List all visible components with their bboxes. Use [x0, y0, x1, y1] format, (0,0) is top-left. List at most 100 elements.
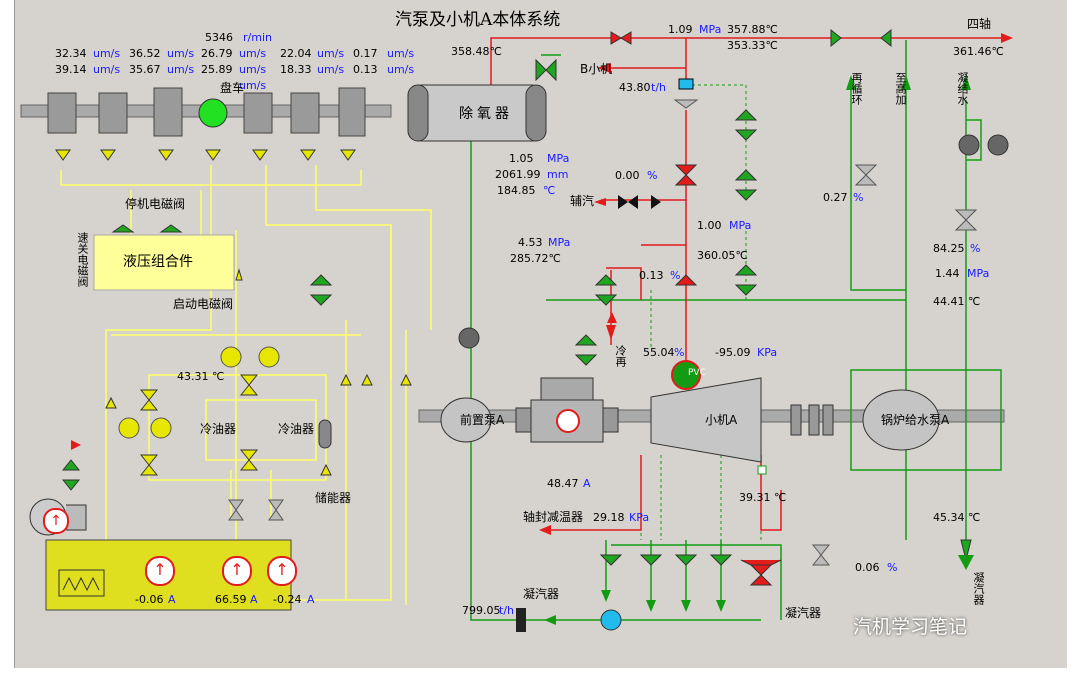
turning-gear-label: 盘车: [220, 81, 245, 95]
small-turbine-label: 小机A: [705, 413, 738, 427]
unit: um/s: [239, 63, 267, 76]
exhaust-pressure: -95.09: [715, 346, 751, 359]
seal-pressure: 29.18: [593, 511, 625, 524]
unit: um/s: [387, 47, 415, 60]
unit: KPa: [757, 346, 778, 359]
recirc-label: 再循环: [850, 72, 863, 105]
unit: MPa: [729, 219, 752, 232]
vib-5b: 0.13: [353, 63, 378, 76]
valve-pos-2: 0.13: [639, 269, 664, 282]
unit: um/s: [317, 63, 345, 76]
stop-solenoid-label: 停机电磁阀: [125, 197, 186, 211]
unit: KPa: [629, 511, 650, 524]
oil-pump-2-current: 66.59: [215, 593, 247, 606]
b-small-turbine-label: B小机: [580, 62, 613, 76]
valve-pos-3: 55.04: [643, 346, 675, 359]
boiler-feed-pump-label: 锅炉给水泵A: [881, 413, 950, 427]
deaerator-level: 2061.99: [495, 168, 541, 181]
condensate-label: 凝结水: [956, 72, 969, 105]
unit: t/h: [651, 81, 666, 94]
vib-4b: 18.33: [280, 63, 312, 76]
aux-steam-label: 辅汽: [570, 194, 595, 208]
page-title: 汽泵及小机A本体系统: [395, 10, 561, 30]
inlet-temp: 360.05℃: [697, 249, 748, 262]
accumulator-label: 储能器: [315, 491, 352, 505]
unit: mm: [547, 168, 569, 181]
unit: %: [670, 269, 681, 282]
main-steam-temp: 357.88℃: [727, 23, 778, 36]
current-value: 48.47: [547, 477, 579, 490]
unit: %: [970, 242, 981, 255]
unit: um/s: [93, 47, 121, 60]
turbine-stage-blocks: [47, 87, 366, 137]
unit: A: [250, 593, 258, 606]
speed-unit: r/min: [243, 31, 272, 44]
cold-reheat-label: 冷再: [614, 345, 627, 367]
main-steam-temp2: 353.33℃: [727, 39, 778, 52]
vib-1a: 32.34: [55, 47, 87, 60]
unit: MPa: [548, 236, 571, 249]
unit: MPa: [967, 267, 990, 280]
fast-close-solenoid-label: 速关电磁阀: [76, 232, 89, 287]
mid-pressure: 4.53: [518, 236, 543, 249]
unit: um/s: [167, 63, 195, 76]
oil-pump-3-current: -0.24: [273, 593, 302, 606]
unit: ℃: [543, 184, 556, 197]
feed-valve-pos: 84.25: [933, 242, 965, 255]
vib-3a: 26.79: [201, 47, 233, 60]
deaerator-label: 除氧器: [459, 106, 513, 122]
four-extraction-temp: 361.46℃: [953, 45, 1004, 58]
unit: %: [647, 169, 658, 182]
unit: t/h: [499, 604, 514, 617]
vib-2a: 36.52: [129, 47, 161, 60]
unit: um/s: [93, 63, 121, 76]
to-hp-heater-label: 至高加: [894, 72, 907, 105]
condensate-flow: 799.05: [462, 604, 501, 617]
condenser-label-right: 凝汽器: [972, 572, 985, 605]
vib-2b: 35.67: [129, 63, 161, 76]
main-steam-pressure: 1.09: [668, 23, 693, 36]
hydraulic-block-label: 液压组合件: [123, 254, 193, 270]
oil-temp: 43.31 ℃: [177, 370, 225, 383]
unit: um/s: [239, 79, 267, 92]
watermark: 汽机学习笔记: [853, 616, 968, 638]
piping-diagram: [20, 28, 1013, 632]
vib-5a: 0.17: [353, 47, 378, 60]
unit: A: [307, 593, 315, 606]
unit: %: [887, 561, 898, 574]
vib-3b: 25.89: [201, 63, 233, 76]
pump-valve-pos: 0.06: [855, 561, 880, 574]
condenser-label-2: 凝汽器: [785, 606, 822, 620]
jacking-pump-start-icon[interactable]: ↑: [43, 508, 69, 534]
recirc-valve-pos: 0.27: [823, 191, 848, 204]
unit: A: [583, 477, 591, 490]
feed-out-temp: 45.34 ℃: [933, 511, 981, 524]
mid-temp: 285.72℃: [510, 252, 561, 265]
booster-pump-label: 前置泵A: [460, 413, 505, 427]
oil-pump-3-start-icon[interactable]: ↑: [267, 556, 297, 586]
unit: um/s: [387, 63, 415, 76]
unit: um/s: [167, 47, 195, 60]
scada-canvas: 汽泵及小机A本体系统 32.34 um/s 36.52 um/s 26.79 u…: [14, 0, 1067, 668]
unit: A: [168, 593, 176, 606]
oil-pump-1-start-icon[interactable]: ↑: [145, 556, 175, 586]
deaerator-temp: 358.48℃: [451, 45, 502, 58]
oil-pump-1-current: -0.06: [135, 593, 164, 606]
vib-1b: 39.14: [55, 63, 87, 76]
unit: um/s: [317, 47, 345, 60]
unit: MPa: [547, 152, 570, 165]
pvc-valve-label[interactable]: PVC: [688, 368, 706, 378]
unit: %: [853, 191, 864, 204]
unit: %: [674, 346, 685, 359]
speed-value: 5346: [205, 31, 233, 44]
cooler-1-label: 冷油器: [200, 422, 237, 436]
valve-symbols: [55, 28, 978, 586]
feed-temp: 44.41 ℃: [933, 295, 981, 308]
feed-pressure: 1.44: [935, 267, 960, 280]
aux-steam-valve-pos: 0.00: [615, 169, 640, 182]
cooler-2-label: 冷油器: [278, 422, 315, 436]
unit: um/s: [239, 47, 267, 60]
deaerator-pressure: 1.05: [509, 152, 534, 165]
aux-pressure: 1.00: [697, 219, 722, 232]
oil-pump-2-start-icon[interactable]: ↑: [222, 556, 252, 586]
